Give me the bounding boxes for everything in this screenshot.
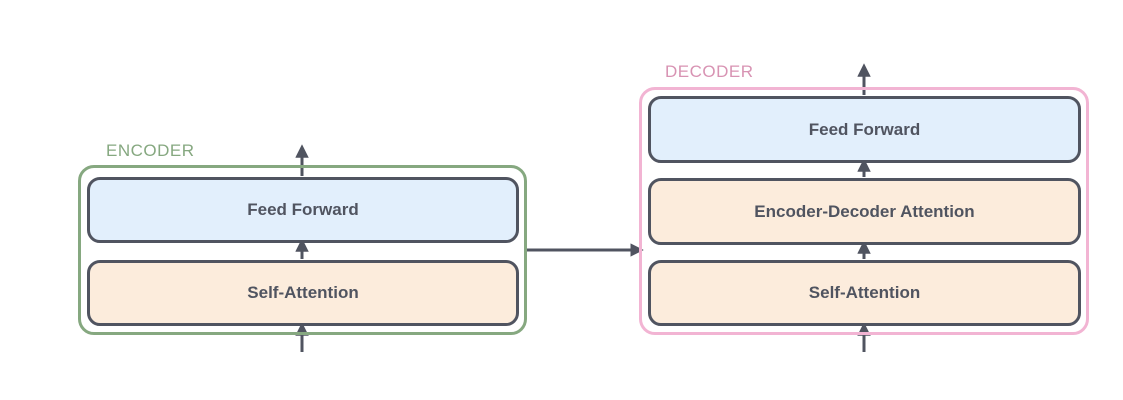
decoder-label: DECODER <box>665 62 754 81</box>
decoder-container <box>639 87 1089 335</box>
encoder-self-attention-layer: Self-Attention <box>87 260 519 326</box>
encoder-container <box>78 165 527 335</box>
decoder-self-attention-layer: Self-Attention <box>648 260 1081 326</box>
encoder-feed-forward-layer: Feed Forward <box>87 177 519 243</box>
decoder-feed-forward-layer: Feed Forward <box>648 96 1081 163</box>
encoder-label: ENCODER <box>106 141 195 160</box>
decoder-encoder-decoder-attention-layer: Encoder-Decoder Attention <box>648 178 1081 245</box>
